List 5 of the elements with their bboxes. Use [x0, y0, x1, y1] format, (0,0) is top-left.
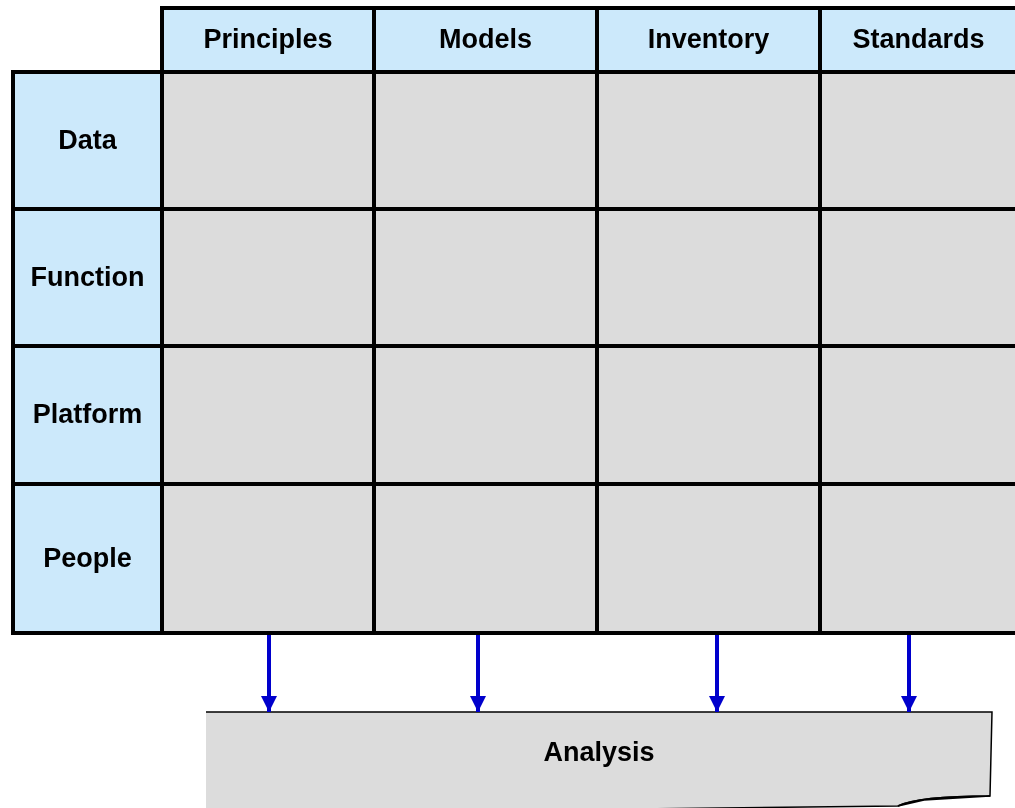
arrow [470, 635, 486, 712]
arrow [261, 635, 277, 712]
arrow [901, 635, 917, 712]
arrow [709, 635, 725, 712]
node-label: Analysis [543, 738, 655, 768]
